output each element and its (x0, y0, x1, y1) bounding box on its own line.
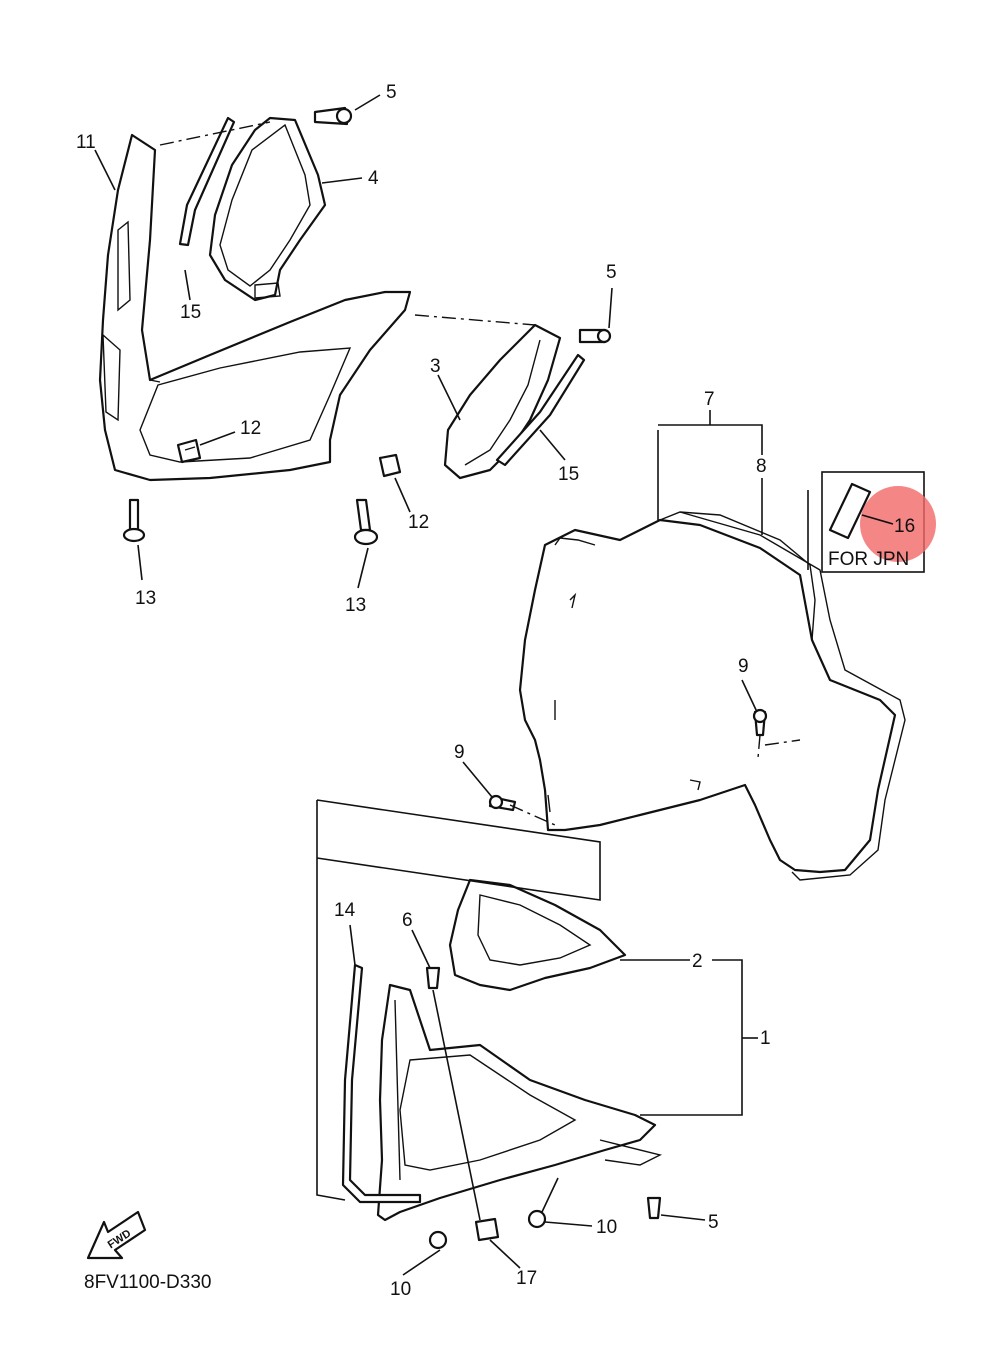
grommet-icon (527, 1209, 547, 1229)
assembly-guides (159, 121, 801, 826)
jpn-decal-box: FOR JPN (821, 471, 936, 573)
callout-14[interactable]: 14 (334, 900, 356, 921)
jpn-note-label: FOR JPN (828, 549, 909, 570)
callout-3[interactable]: 3 (430, 356, 441, 377)
callout-1[interactable]: 1 (760, 1028, 771, 1049)
screw-icon (313, 106, 353, 126)
callout-15[interactable]: 15 (558, 464, 579, 485)
upper-cowling-part[interactable] (98, 133, 412, 482)
callout-6[interactable]: 6 (402, 910, 413, 931)
seal-part-15-lower[interactable] (495, 353, 586, 467)
lower-cowling-part-2[interactable] (448, 878, 627, 992)
screw-icon (752, 708, 768, 737)
screw-icon (578, 328, 612, 344)
callout-10[interactable]: 10 (596, 1217, 617, 1238)
duct-part[interactable] (208, 116, 327, 302)
diagram-code: 8FV1100-D330 (84, 1272, 211, 1293)
callout-highlight (860, 486, 936, 562)
callout-11[interactable]: 11 (76, 132, 96, 153)
callout-12[interactable]: 12 (240, 418, 261, 439)
nut-icon (474, 1217, 500, 1242)
callout-7[interactable]: 7 (704, 389, 715, 410)
lower-side-seal-part-14[interactable] (341, 963, 422, 1204)
inner-panel-part-3[interactable] (443, 323, 562, 480)
screw-icon (122, 498, 146, 543)
callout-8[interactable]: 8 (756, 456, 767, 477)
callout-17[interactable]: 17 (516, 1268, 537, 1289)
screw-icon (353, 498, 379, 546)
assembly-group-outline (316, 490, 809, 1201)
callout-5[interactable]: 5 (606, 262, 617, 283)
nut-icon (378, 453, 402, 478)
callout-16[interactable]: 16 (894, 516, 915, 537)
grommet-icon (428, 1230, 448, 1250)
seal-part-15-upper[interactable] (178, 116, 236, 247)
nut-icon (176, 438, 202, 464)
windscreen-part[interactable] (518, 511, 906, 881)
screw-icon (488, 794, 517, 812)
callout-5[interactable]: 5 (708, 1212, 719, 1233)
fwd-arrow-icon: FWD (86, 1210, 147, 1260)
callout-15[interactable]: 15 (180, 302, 201, 323)
callout-13[interactable]: 13 (135, 588, 156, 609)
callout-4[interactable]: 4 (368, 168, 379, 189)
callout-9[interactable]: 9 (738, 656, 749, 677)
screw-icon (425, 966, 441, 990)
callout-10[interactable]: 10 (390, 1279, 411, 1300)
callout-2[interactable]: 2 (692, 951, 703, 972)
leader-lines (94, 94, 871, 1276)
callout-12[interactable]: 12 (408, 512, 429, 533)
lower-cowling-part-1[interactable] (376, 983, 663, 1222)
screw-icon (646, 1196, 662, 1220)
callout-5[interactable]: 5 (386, 82, 397, 103)
callout-13[interactable]: 13 (345, 595, 366, 616)
callout-9[interactable]: 9 (454, 742, 465, 763)
